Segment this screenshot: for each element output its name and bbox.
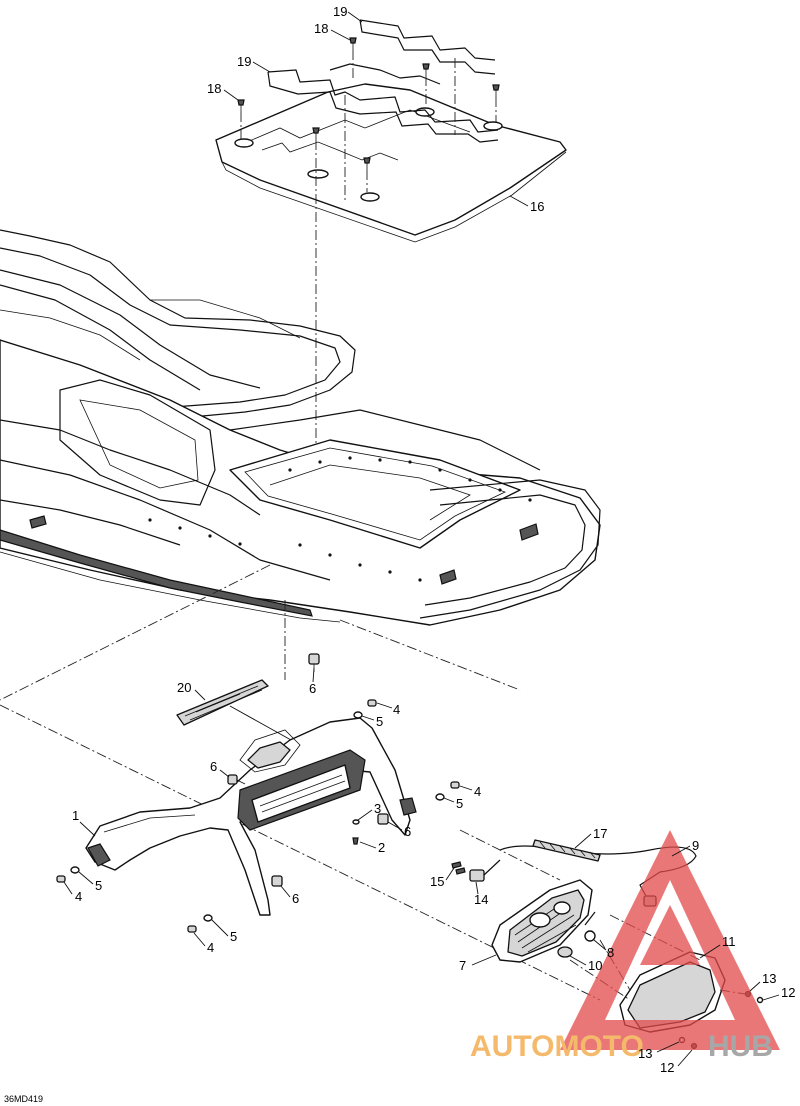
- fastener-4-5-left: [56, 866, 80, 883]
- watermark-text-hub: HUB: [708, 1030, 773, 1063]
- callout-4: 4: [207, 940, 214, 955]
- socket-8: [584, 911, 596, 942]
- callout-13: 13: [638, 1046, 652, 1061]
- callout-17: 17: [593, 826, 607, 841]
- callout-13: 13: [762, 971, 776, 986]
- callout-3: 3: [374, 801, 381, 816]
- callout-16: 16: [530, 199, 544, 214]
- reflector-20: [176, 679, 269, 726]
- callout-4: 4: [474, 784, 481, 799]
- bulb-10: [557, 946, 573, 958]
- callout-18: 18: [207, 81, 221, 96]
- rear-plate-assembly: [215, 19, 567, 535]
- callout-19: 19: [237, 54, 251, 69]
- callout-5: 5: [456, 796, 463, 811]
- fastener-4-5-right: [435, 781, 460, 801]
- frame-rivets: [148, 456, 532, 582]
- callout-6: 6: [210, 759, 217, 774]
- gasket-lower: [267, 69, 499, 133]
- strip-17: [532, 839, 601, 862]
- fastener-4-5-top: [353, 699, 377, 719]
- watermark-text-automoto: AUTOMOTO: [470, 1030, 644, 1063]
- callout-14: 14: [474, 892, 488, 907]
- callout-18: 18: [314, 21, 328, 36]
- callout-20: 20: [177, 680, 191, 695]
- gasket-upper: [359, 19, 496, 61]
- screw-18-group: [237, 37, 500, 170]
- callout-10: 10: [588, 958, 602, 973]
- rear-plate: [215, 83, 567, 236]
- connector-14: [469, 859, 501, 882]
- callout-7: 7: [459, 958, 466, 973]
- running-board-edge: [0, 529, 313, 617]
- bolt-6-mid: [227, 774, 246, 785]
- bolt-6-right: [377, 813, 389, 825]
- watermark-triangle-logo: [560, 830, 780, 1050]
- callout-9: 9: [692, 838, 699, 853]
- callout-12: 12: [781, 985, 795, 1000]
- taillight-housing-7: [491, 879, 593, 963]
- callout-5: 5: [95, 878, 102, 893]
- fastener-4-5-bottom: [187, 914, 213, 933]
- callout-6: 6: [309, 681, 316, 696]
- callouts: 19 18 19 18 16 6 20 4 5 6 4 5 3: [63, 4, 795, 1075]
- terminals-15: [451, 861, 466, 875]
- drawing-code: 36MD419: [4, 1094, 43, 1104]
- callout-8: 8: [607, 945, 614, 960]
- callout-5: 5: [230, 929, 237, 944]
- callout-2: 2: [378, 840, 385, 855]
- callout-6: 6: [404, 824, 411, 839]
- callout-4: 4: [393, 702, 400, 717]
- callout-6: 6: [292, 891, 299, 906]
- callout-5: 5: [376, 714, 383, 729]
- callout-11: 11: [722, 934, 736, 949]
- rear-bumper-1: [85, 717, 417, 916]
- callout-15: 15: [430, 874, 444, 889]
- snowmobile-frame: [0, 229, 601, 626]
- bolt-6-bottom: [271, 875, 283, 887]
- callout-1: 1: [72, 808, 79, 823]
- automotohub-watermark: AUTOMOTO HUB: [470, 830, 780, 1063]
- callout-19: 19: [333, 4, 347, 19]
- fastener-2-3: [352, 819, 360, 845]
- callout-12: 12: [660, 1060, 674, 1075]
- callout-4: 4: [75, 889, 82, 904]
